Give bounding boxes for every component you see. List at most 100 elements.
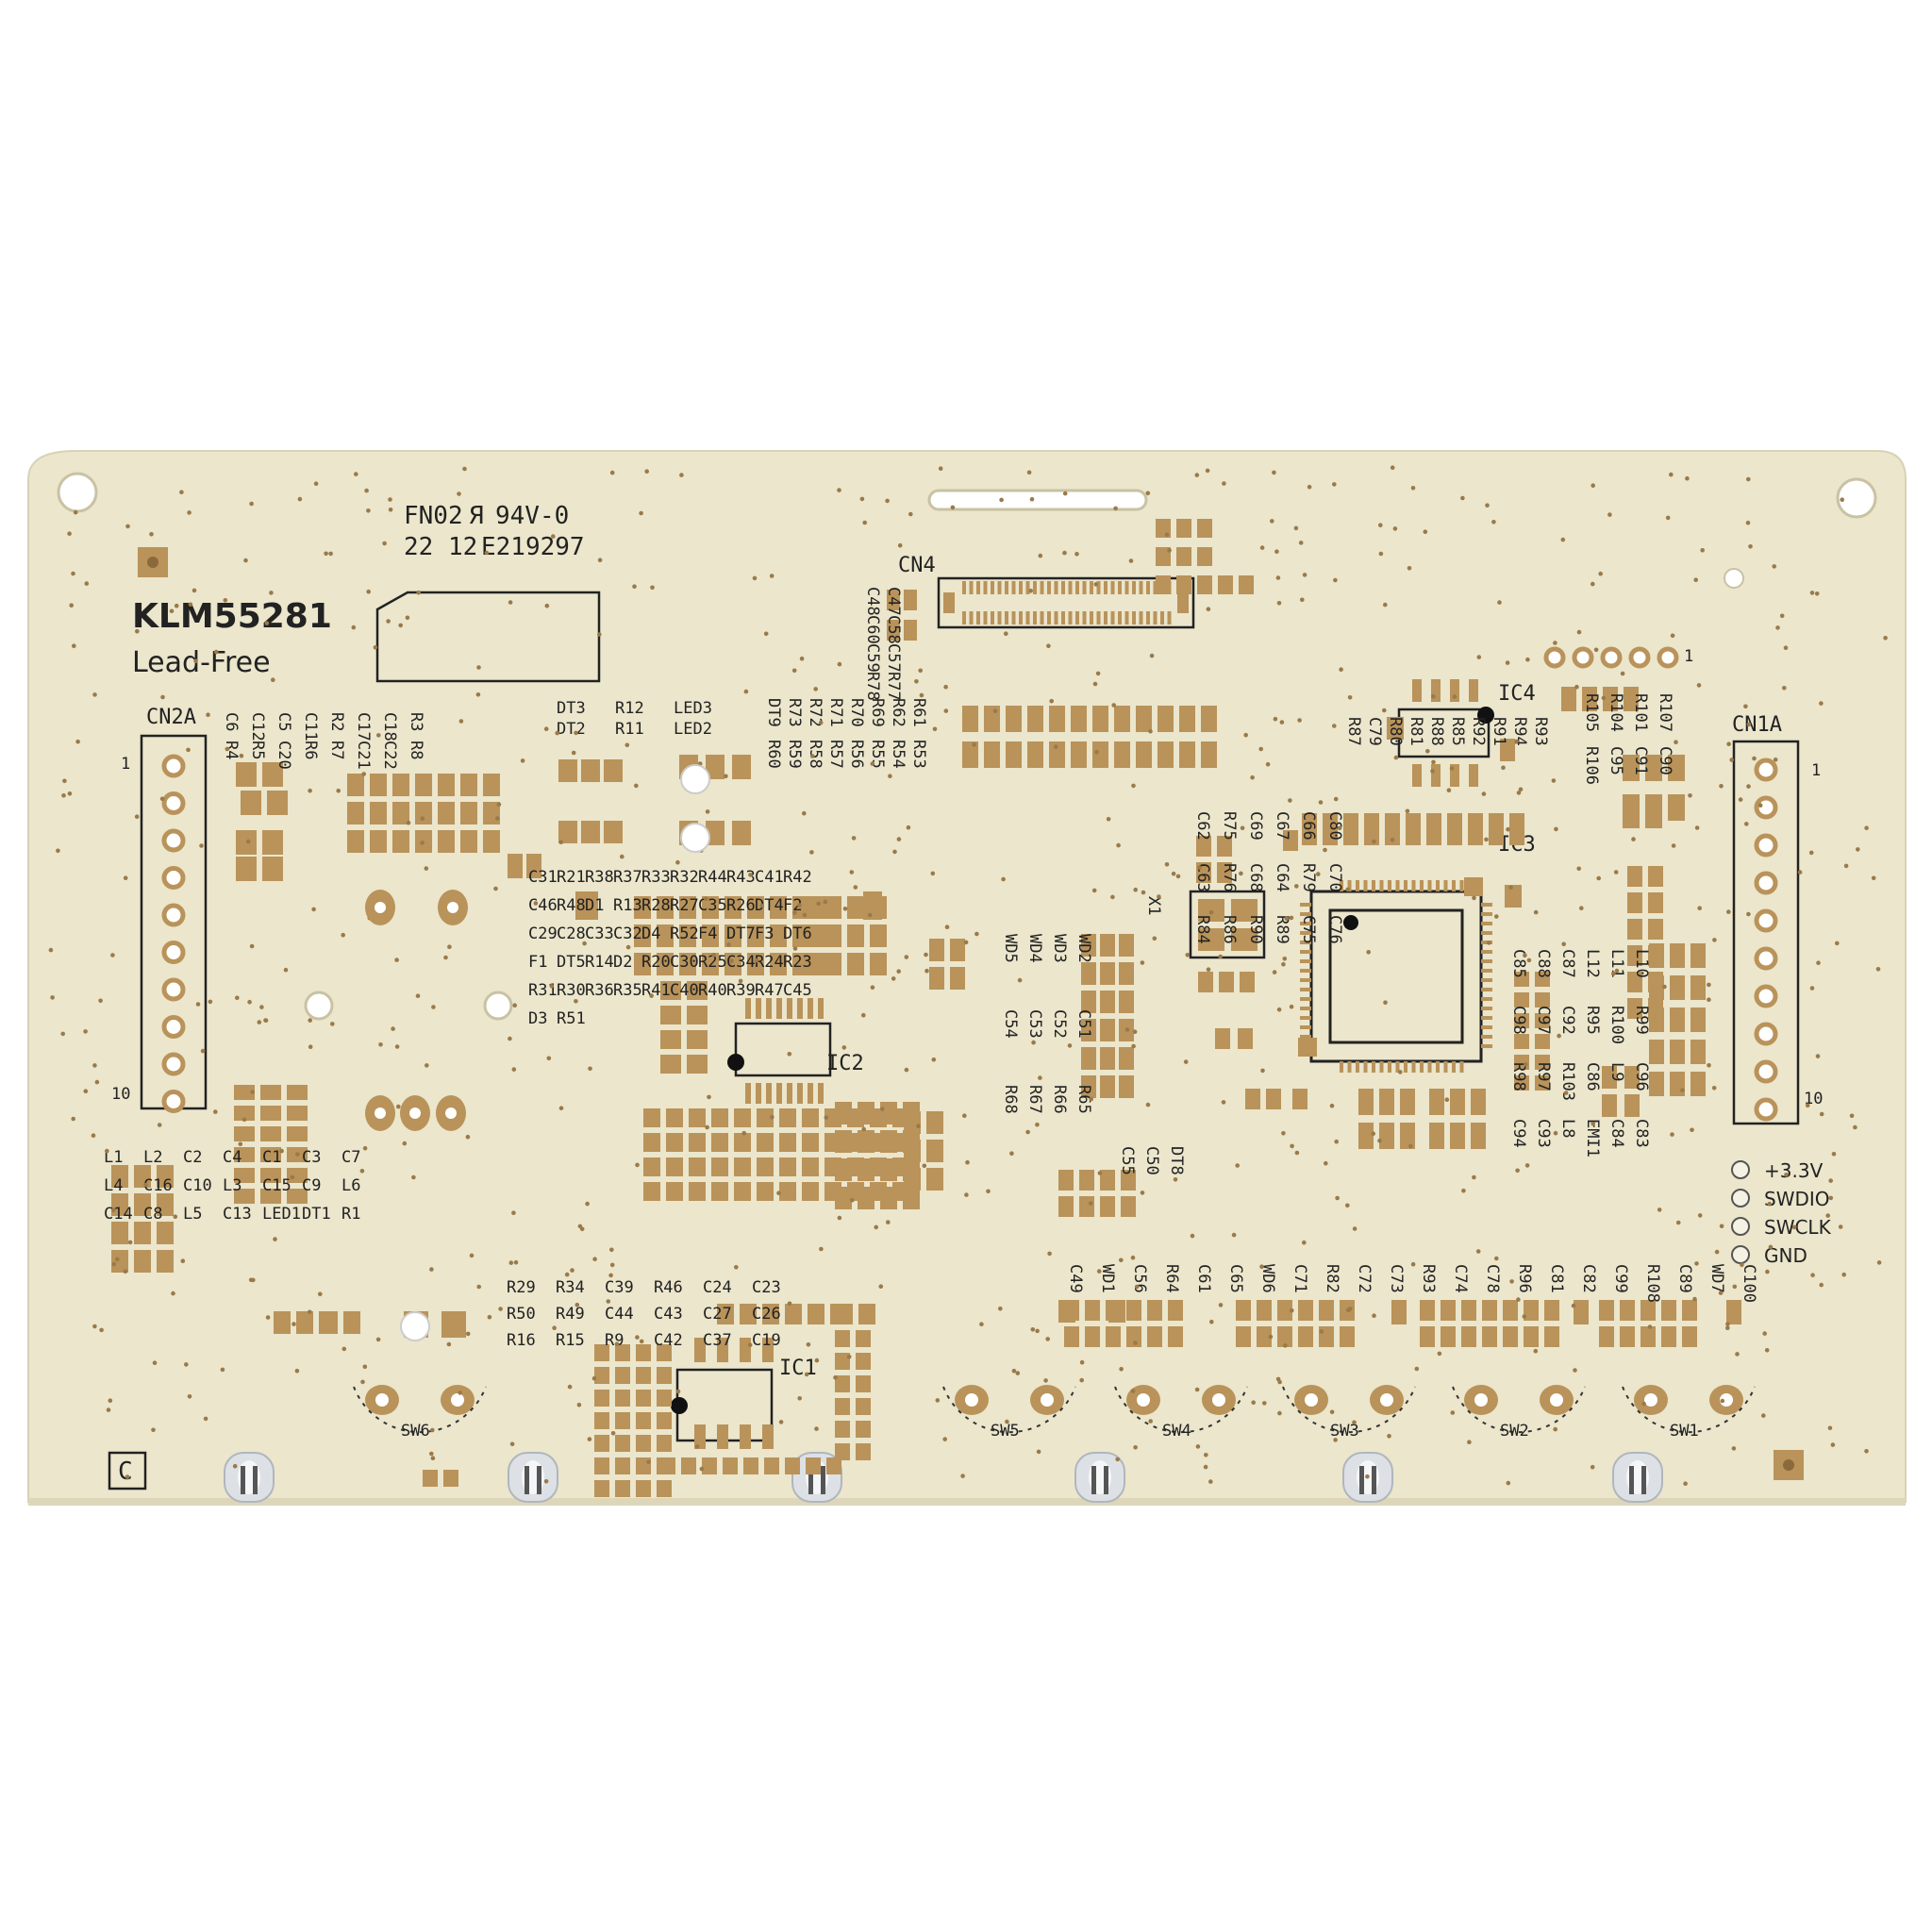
smd-pad	[802, 1108, 819, 1127]
ic3-pin	[1300, 959, 1311, 963]
via	[134, 814, 140, 819]
via	[318, 1291, 323, 1297]
via	[859, 496, 865, 502]
smd-pad	[636, 1480, 651, 1497]
via	[1289, 1004, 1294, 1009]
refdes-label: C99	[1611, 1264, 1630, 1293]
smd-pad	[1623, 802, 1640, 828]
via	[1110, 894, 1115, 900]
smd-pad	[1079, 1196, 1094, 1217]
ic3-pin	[1300, 912, 1311, 916]
via	[1431, 759, 1436, 765]
led-lead	[1629, 1466, 1634, 1494]
via	[1611, 971, 1616, 976]
via	[1079, 1359, 1085, 1365]
refdes-label: C64	[1273, 863, 1291, 892]
via	[1671, 843, 1676, 848]
via	[1332, 482, 1337, 487]
via	[1275, 575, 1281, 580]
smd-pad	[1176, 519, 1191, 538]
via	[1231, 1232, 1237, 1238]
smd-pad	[438, 802, 455, 824]
via	[1743, 704, 1748, 709]
cn4-pin	[1068, 581, 1073, 594]
cn4-anchor	[943, 592, 955, 613]
via	[429, 1451, 434, 1457]
ic3-pin	[1436, 1061, 1440, 1073]
via	[1514, 739, 1519, 744]
via	[1692, 1296, 1697, 1302]
via	[1206, 607, 1211, 611]
refdes-label: C63	[1193, 863, 1212, 892]
smd-pad	[1277, 1300, 1292, 1321]
smd-pad	[734, 1133, 751, 1152]
via	[1726, 909, 1731, 914]
smd-pad	[689, 1133, 706, 1152]
via	[1074, 552, 1079, 557]
smd-pad	[260, 1147, 281, 1162]
via	[420, 816, 425, 821]
via	[1864, 1449, 1869, 1454]
refdes-label: R97	[1534, 1062, 1553, 1091]
refdes-label: R36	[585, 981, 614, 1000]
smd-pad	[1645, 802, 1662, 828]
via	[1131, 783, 1136, 789]
smd-pad	[134, 1250, 151, 1273]
via	[675, 859, 680, 865]
via	[1809, 986, 1815, 991]
smd-pad	[260, 1189, 281, 1204]
smd-pad	[1027, 741, 1043, 768]
via	[1133, 1341, 1138, 1345]
via	[225, 746, 230, 752]
refdes-label: L12	[1583, 949, 1602, 978]
via	[1250, 774, 1255, 780]
via	[1557, 1033, 1561, 1039]
via	[1329, 1103, 1335, 1108]
via	[336, 789, 341, 793]
ic4-label: IC4	[1498, 682, 1536, 706]
smd-pad	[1387, 717, 1404, 740]
cn4-pin	[962, 581, 966, 594]
smd-pad	[634, 953, 651, 975]
ic2-pin	[766, 1083, 772, 1104]
refdes-label: C44	[605, 1305, 634, 1324]
via	[726, 942, 731, 947]
via	[511, 1210, 516, 1215]
switch-hole	[1550, 1393, 1563, 1407]
via	[776, 1191, 781, 1195]
via	[591, 1375, 597, 1381]
via	[1856, 847, 1860, 852]
via	[935, 1398, 941, 1403]
refdes-label: L10	[1632, 949, 1651, 978]
connector-pin	[161, 866, 186, 890]
smd-pad	[1441, 1326, 1456, 1347]
via	[484, 550, 490, 556]
smd-pad	[1503, 1326, 1518, 1347]
via	[814, 1357, 820, 1363]
via	[469, 1253, 475, 1258]
via	[259, 1005, 264, 1009]
via	[1631, 837, 1636, 841]
via	[1294, 1150, 1300, 1156]
ic4-pin	[1450, 679, 1459, 702]
via	[986, 1189, 991, 1194]
via	[867, 912, 873, 918]
via	[1697, 1213, 1703, 1218]
via	[1116, 842, 1121, 848]
via	[1533, 909, 1539, 915]
via	[1302, 1240, 1307, 1245]
smd-pad	[1682, 1300, 1697, 1321]
via	[1576, 629, 1582, 635]
ic3-pin	[1427, 1061, 1432, 1073]
ic3-pin	[1436, 880, 1440, 891]
refdes-label: C47	[884, 587, 903, 616]
smd-pad	[1641, 1326, 1656, 1347]
via	[91, 1133, 96, 1138]
via	[311, 907, 316, 912]
refdes-label: C53	[1025, 1009, 1044, 1039]
via	[1390, 838, 1395, 842]
refdes-label: C57	[884, 643, 903, 673]
smd-pad	[856, 1443, 871, 1460]
refdes-label: LED1	[262, 1205, 301, 1224]
ic3-pin	[1300, 903, 1311, 907]
